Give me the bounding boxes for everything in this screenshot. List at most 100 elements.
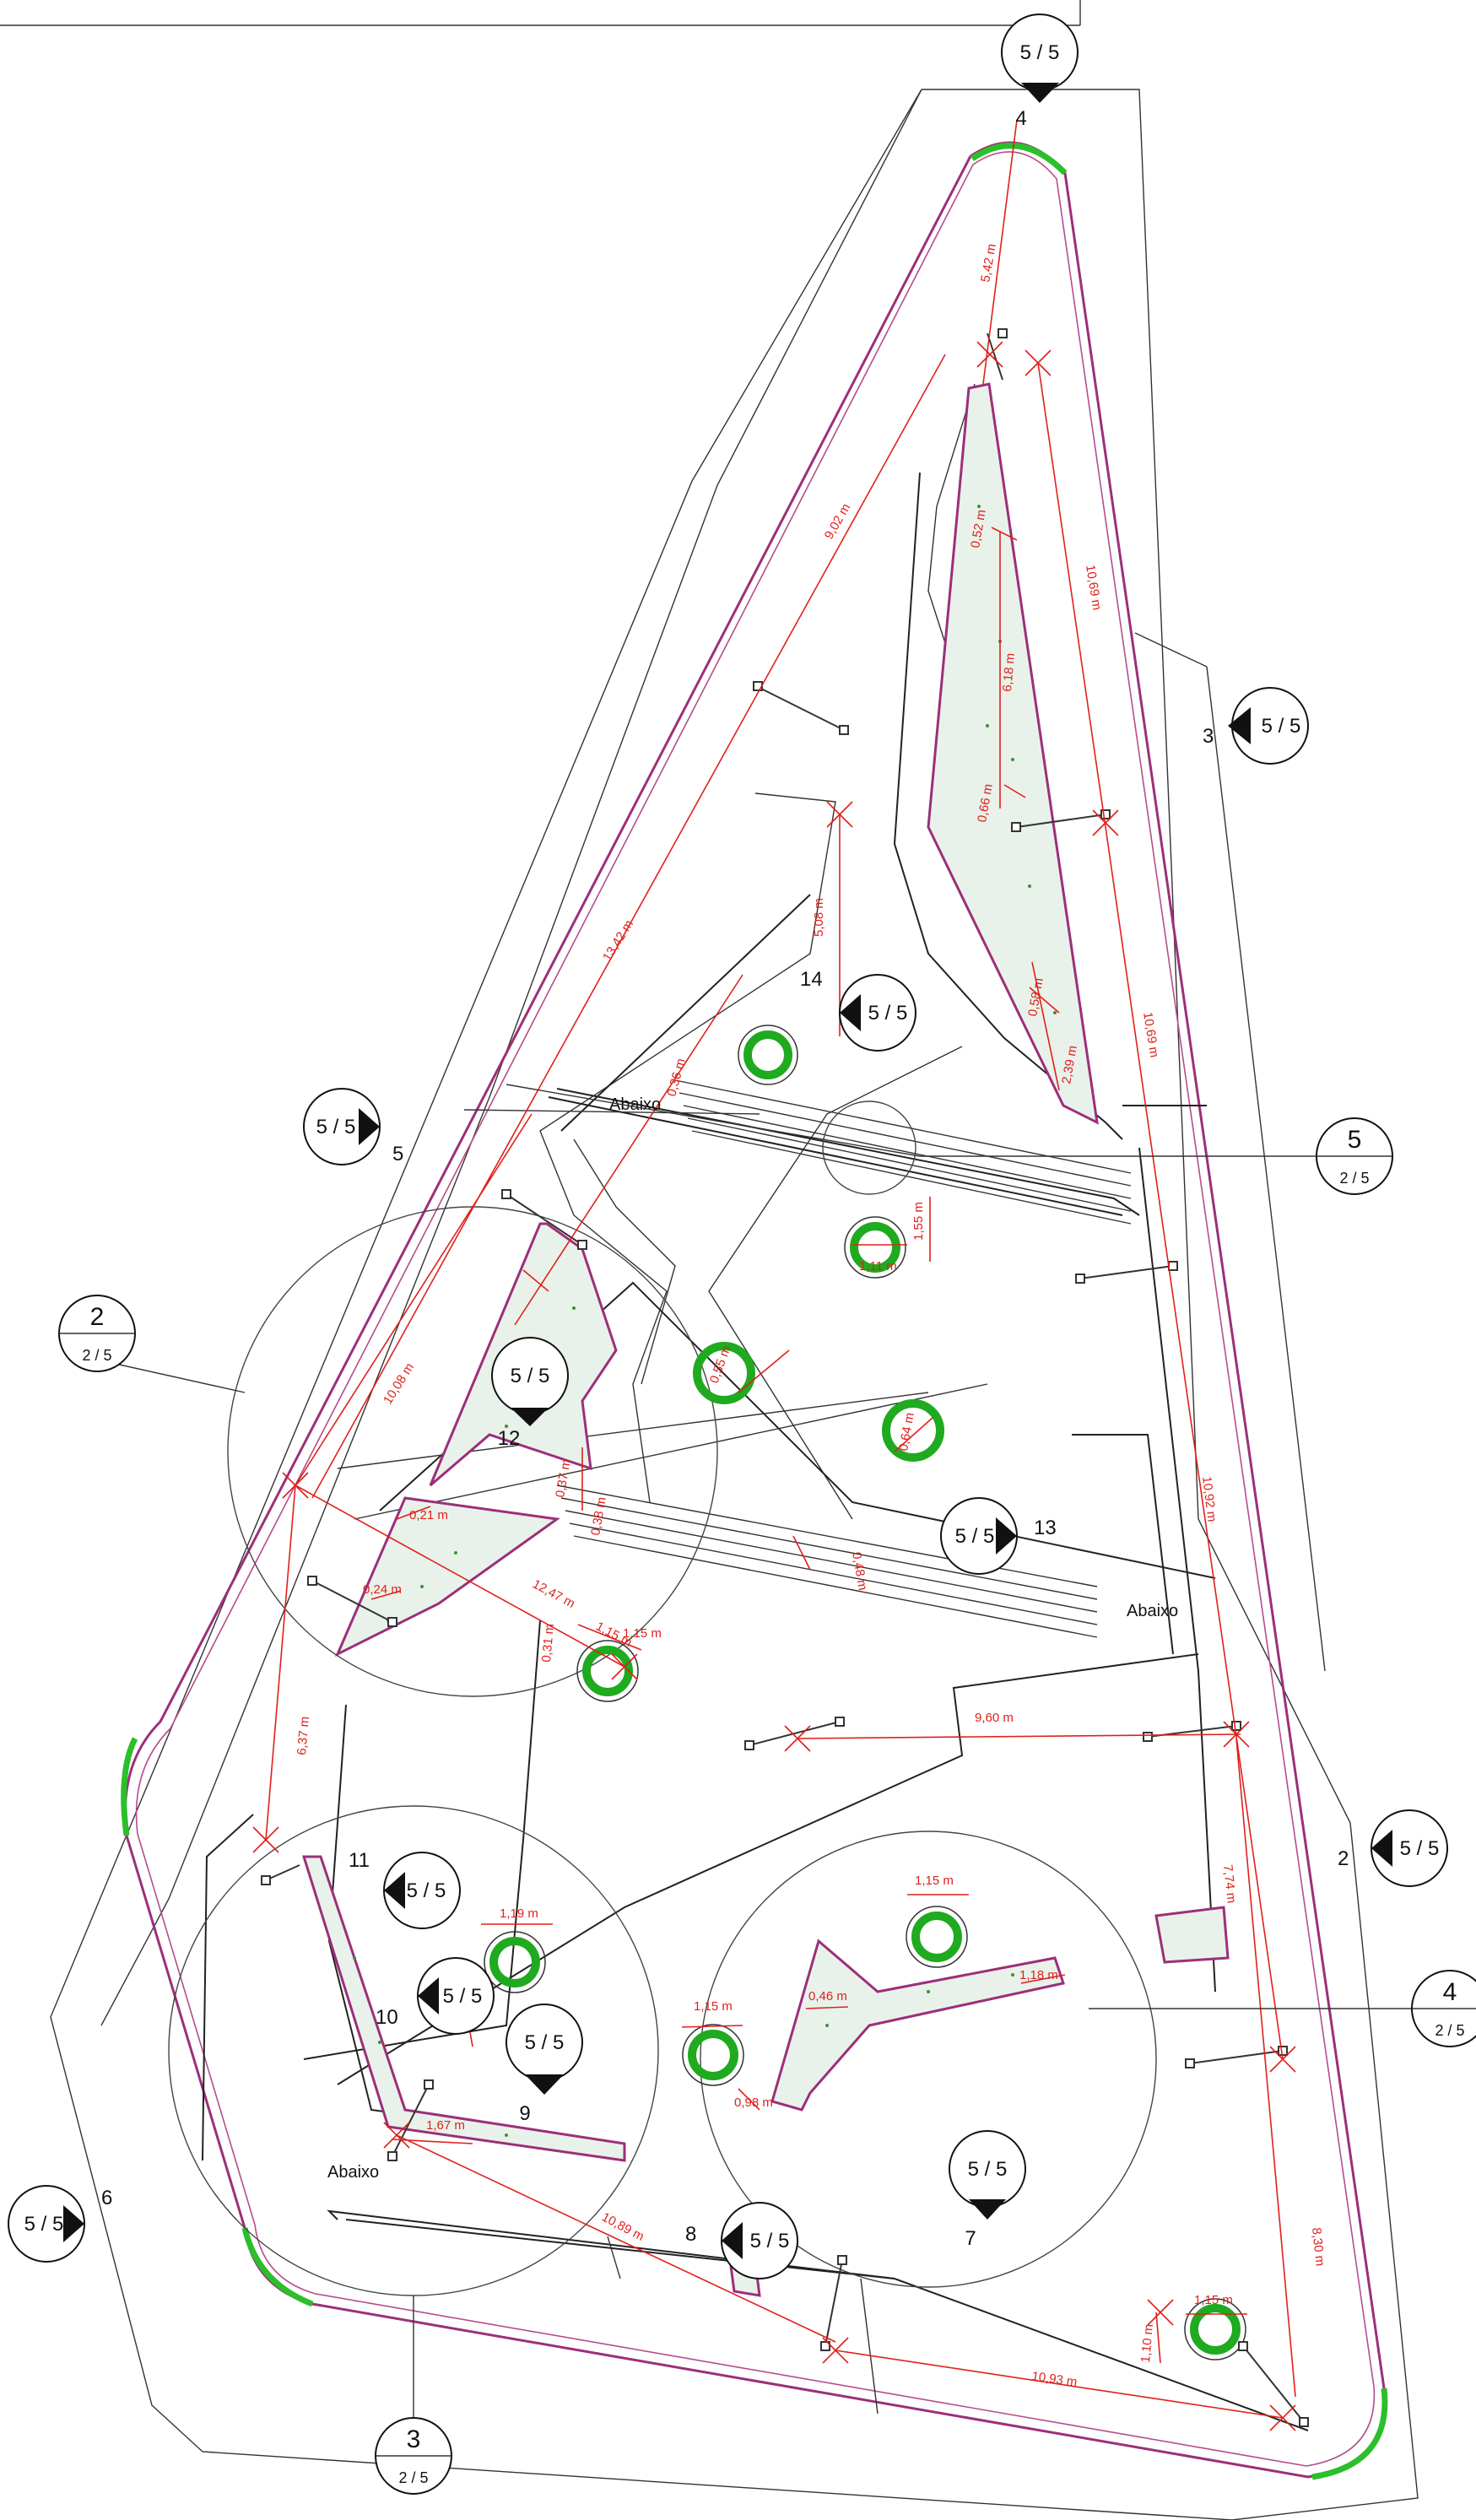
view-marker-6: 5 / 5 6 [8, 2185, 112, 2263]
view-sheet: 5 / 5 [525, 2031, 565, 2054]
view-number: 2 [1338, 1847, 1349, 1870]
dim-10-08: 10,08 m [381, 1360, 417, 1407]
view-sheet: 5 / 5 [968, 2158, 1008, 2181]
dim-10-93: 10,93 m [1030, 2369, 1078, 2389]
view-sheet: 5 / 5 [1400, 1837, 1440, 1860]
section-number: 3 [407, 2425, 421, 2453]
dim-1-10: 1,10 m [1138, 2323, 1156, 2363]
dim-10-92: 10,92 m [1199, 1475, 1219, 1522]
dim-1-15-b: 1,15 m [915, 1874, 954, 1888]
view-marker-3: 5 / 5 3 [1203, 687, 1309, 765]
view-marker-5: 5 / 5 5 [303, 1088, 403, 1165]
dim-6-18: 6,18 m [1000, 652, 1018, 692]
lamp-post [987, 328, 1008, 381]
dim-1-19: 1,19 m [500, 1906, 538, 1921]
stairs-middle [556, 1484, 1098, 1638]
view-marker-4: 5 / 5 4 [1001, 14, 1079, 130]
trees [484, 1025, 1246, 2360]
view-marker-2: 5 / 5 2 [1338, 1809, 1448, 1887]
view-sheet: 5 / 5 [511, 1365, 550, 1387]
view-number: 8 [685, 2223, 696, 2246]
dim-1-55: 1,55 m [911, 1202, 926, 1241]
dim-0-31: 0,31 m [539, 1623, 557, 1663]
view-number: 13 [1034, 1517, 1057, 1539]
dim-0-36: 0,36 m [664, 1057, 688, 1098]
perimeter-wall [121, 141, 1388, 2480]
lamp-post [753, 681, 849, 735]
dim-1-15-c: 1,15 m [694, 1999, 733, 2014]
view-sheet: 5 / 5 [1020, 41, 1060, 64]
dimension-lines [265, 119, 1296, 2419]
title-frame-lines [0, 0, 1081, 26]
view-number: 14 [800, 968, 823, 991]
view-marker-9: 5 / 5 9 [506, 2004, 583, 2125]
dim-13-42: 13,42 m [600, 917, 636, 964]
view-number: 7 [965, 2227, 976, 2250]
tree [484, 1931, 546, 1993]
dim-6-37: 6,37 m [295, 1716, 312, 1755]
dim-10-69-b: 10,69 m [1140, 1011, 1161, 1058]
section-sheet: 2 / 5 [1339, 1170, 1369, 1187]
lamp-post [820, 2255, 847, 2351]
lamp-post [1185, 2046, 1288, 2068]
section-number: 5 [1348, 1126, 1362, 1154]
view-sheet: 5 / 5 [750, 2230, 790, 2252]
view-marker-7: 5 / 5 7 [949, 2130, 1026, 2250]
dim-1-67: 1,67 m [426, 2118, 465, 2133]
dim-10-89: 10,89 m [599, 2210, 646, 2244]
lamp-post [501, 1189, 587, 1250]
dim-5-08: 5,08 m [812, 898, 826, 937]
view-number: 10 [376, 2006, 398, 2029]
view-number: 3 [1203, 725, 1214, 748]
dim-9-02: 9,02 m [822, 501, 854, 542]
lamp-posts [261, 328, 1309, 2427]
tree [882, 1399, 944, 1462]
dim-12-47: 12,47 m [530, 1577, 577, 1611]
section-sheet: 2 / 5 [1435, 2022, 1464, 2039]
view-number: 9 [519, 2102, 530, 2125]
section-sheet: 2 / 5 [398, 2469, 428, 2486]
section-marker-4: 4 2 / 5 [1089, 1970, 1476, 2047]
dim-5-42: 5,42 m [978, 243, 999, 284]
section-marker-5: 5 2 / 5 [506, 1084, 1393, 1195]
view-marker-12: 5 / 5 12 [491, 1337, 569, 1450]
stair-label-abaixo: Abaixo [327, 2163, 379, 2182]
dim-0-64: 0,64 m [896, 1412, 917, 1452]
dim-1-18: 1,18 m [1019, 1968, 1058, 1982]
view-marker-8: 5 / 5 8 [685, 2202, 798, 2279]
section-marker-3: 3 2 / 5 [375, 2296, 452, 2495]
lamp-post [1238, 2341, 1309, 2427]
view-sheet: 5 / 5 [24, 2213, 64, 2236]
section-number: 4 [1443, 1978, 1457, 2006]
view-number: 5 [392, 1143, 403, 1165]
stair-label-abaixo: Abaixo [609, 1095, 661, 1114]
dim-1-11: 1,11 m [859, 1259, 897, 1274]
lamp-post [261, 1864, 300, 1885]
dim-0-37: 0,37 m [553, 1458, 574, 1499]
view-sheet: 5 / 5 [443, 1985, 483, 2008]
view-sheet: 5 / 5 [1262, 715, 1301, 738]
tree-canopies [168, 1100, 1157, 2296]
stair-label-abaixo: Abaixo [1127, 1602, 1178, 1620]
section-number: 2 [90, 1303, 105, 1331]
dim-0-21: 0,21 m [409, 1508, 448, 1522]
site-boundary [50, 89, 1419, 2520]
tree [844, 1216, 906, 1279]
view-number: 11 [349, 1849, 370, 1872]
dim-1-15-d: 1,15 m [1194, 2293, 1233, 2307]
section-sheet: 2 / 5 [82, 1347, 111, 1364]
view-sheet: 5 / 5 [868, 1002, 908, 1025]
lamp-post [744, 1717, 845, 1750]
view-number: 12 [498, 1427, 521, 1450]
view-sheet: 5 / 5 [955, 1525, 995, 1548]
dim-0-24: 0,24 m [363, 1582, 402, 1597]
planting-texture [353, 505, 1057, 2137]
planter-beds [301, 382, 1230, 2297]
view-number: 4 [1015, 107, 1026, 130]
lamp-post [387, 2079, 434, 2161]
section-marker-2: 2 2 / 5 [58, 1295, 246, 1393]
dim-9-60: 9,60 m [975, 1711, 1014, 1725]
tree [682, 2024, 744, 2086]
dim-0-48: 0,48 m [849, 1551, 870, 1592]
